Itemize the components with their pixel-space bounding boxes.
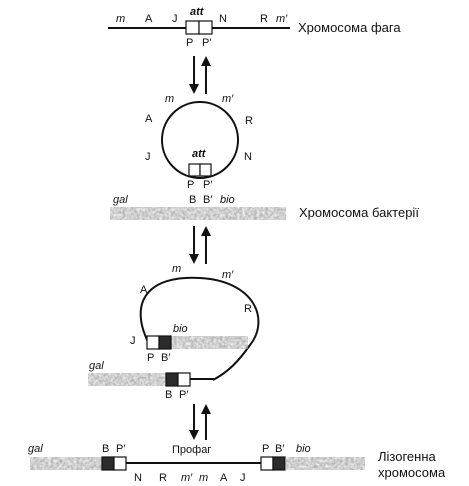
int-label-B: B	[165, 389, 172, 401]
lower-B-box	[165, 372, 179, 387]
lysogen-B-box	[101, 456, 115, 471]
bact-label-bio: bio	[220, 194, 235, 206]
gene-label-R: R	[260, 13, 268, 25]
bact-label-B-prime: B′	[203, 194, 212, 206]
equilibrium-arrows-1	[189, 56, 211, 94]
gene-label-N: N	[219, 13, 227, 25]
gene-label-A: A	[145, 13, 153, 25]
lys-label-A: A	[220, 472, 228, 484]
equilibrium-arrows-2	[189, 226, 211, 264]
lys-label-prophage: Профаг	[172, 444, 211, 456]
int-label-m: m	[172, 263, 181, 275]
int-label-bio: bio	[173, 323, 188, 335]
upper-P-box	[146, 335, 160, 350]
lysogen-P-prime-box	[113, 456, 127, 471]
arrowhead-down-3	[189, 430, 199, 440]
phage-circle-dna	[161, 101, 239, 179]
att-site-box-right	[198, 20, 213, 35]
int-label-P-prime: P′	[179, 389, 188, 401]
circle-label-m: m	[165, 93, 174, 105]
equilibrium-arrows-3	[189, 404, 211, 440]
caption-bacterial-chromosome: Хромосома бактерії	[299, 205, 419, 220]
lys-label-B: B	[102, 443, 109, 455]
caption-phage-chromosome: Хромосома фага	[298, 20, 401, 35]
lys-label-J: J	[240, 472, 246, 484]
lys-label-R: R	[159, 472, 167, 484]
circle-label-R: R	[245, 115, 253, 127]
bact-label-gal: gal	[113, 194, 128, 206]
arrowhead-up-1	[201, 56, 211, 66]
lys-label-bio: bio	[296, 443, 311, 455]
arrowhead-up-3	[201, 404, 211, 414]
site-label-P: P	[186, 37, 193, 49]
lysogen-P-box	[260, 456, 274, 471]
int-label-A: A	[140, 284, 148, 296]
circle-label-N: N	[244, 151, 252, 163]
lower-P-prime-box	[177, 372, 191, 387]
lysogen-B-prime-box	[272, 456, 286, 471]
gene-label-m-prime: m′	[276, 13, 288, 25]
lysogenic-chromosome: gal B P′ Профаг N R m′ m A J P B′ bio	[28, 443, 365, 484]
int-label-P: P	[147, 352, 154, 364]
int-label-J: J	[130, 335, 136, 347]
circle-att-box-left	[188, 163, 201, 177]
int-label-m-prime: m′	[222, 269, 234, 281]
lys-label-N: N	[134, 472, 142, 484]
lysogen-right-bacterial-segment	[285, 457, 365, 470]
arrowhead-up-2	[201, 226, 211, 236]
lysogen-left-bacterial-segment	[30, 457, 102, 470]
gene-label-m: m	[116, 13, 125, 25]
caption-lysogenic-line2: хромосома	[378, 465, 446, 480]
integration-intermediate: m m′ A R J bio P B′ gal B P′	[88, 263, 260, 401]
lys-label-P-prime: P′	[116, 443, 125, 455]
att-site-box-left	[185, 20, 200, 35]
circle-label-m-prime: m′	[222, 93, 234, 105]
phage-loop-dna	[139, 276, 260, 381]
bacterial-dna-bar	[110, 207, 286, 220]
site-label-P-prime: P′	[202, 37, 211, 49]
upper-B-prime-box	[158, 335, 172, 350]
circle-label-A: A	[145, 113, 153, 125]
circle-att-box-right	[199, 163, 212, 177]
int-label-B-prime: B′	[161, 352, 170, 364]
lys-label-gal: gal	[28, 443, 43, 455]
lower-bacterial-segment	[88, 373, 166, 386]
int-label-R: R	[244, 303, 252, 315]
caption-lysogenic-line1: Лізогенна	[378, 449, 437, 464]
lys-label-B-prime: B′	[275, 443, 284, 455]
phage-circle: m m′ A R J N att P P′	[145, 93, 253, 191]
lys-label-P: P	[262, 443, 269, 455]
circle-label-P-prime: P′	[203, 179, 212, 191]
circle-label-J: J	[145, 151, 151, 163]
lys-label-m-prime: m′	[181, 472, 193, 484]
phage-linear-chromosome: m A J att N R m′ P P′	[108, 6, 290, 49]
att-label: att	[190, 6, 205, 18]
bacterial-chromosome: gal B B′ bio	[110, 194, 286, 220]
circle-att-label: att	[192, 148, 207, 160]
upper-bacterial-segment	[162, 336, 248, 349]
lys-label-m: m	[199, 472, 208, 484]
gene-label-J: J	[172, 13, 178, 25]
circle-label-P: P	[187, 179, 194, 191]
arrowhead-down-2	[189, 254, 199, 264]
arrowhead-down-1	[189, 84, 199, 94]
bact-label-B: B	[189, 194, 196, 206]
int-label-gal: gal	[89, 360, 104, 372]
